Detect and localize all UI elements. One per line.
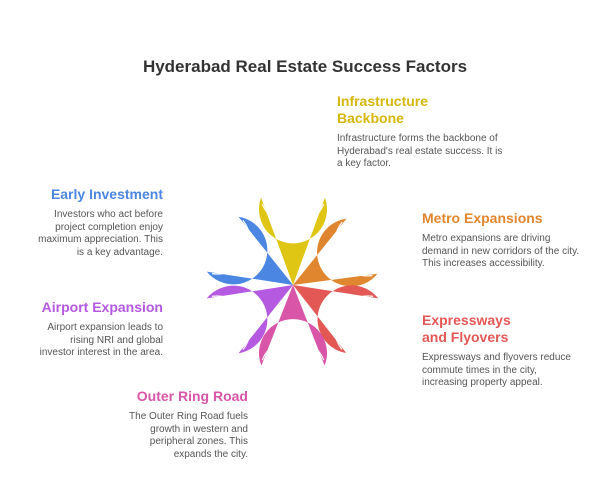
- factor-heading: Infrastructure Backbone: [337, 93, 429, 126]
- factor-heading: Expressways and Flyovers: [422, 312, 511, 345]
- petal-arc: [334, 295, 374, 350]
- petal-arc: [334, 221, 373, 277]
- airplane-runway-icon: [198, 318, 226, 348]
- flyover-road-icon: [358, 319, 388, 347]
- petal-arc: [212, 295, 251, 350]
- petal-arc: [261, 203, 325, 226]
- factor-heading: Early Investment: [50, 186, 163, 202]
- factor-metro-expansions: Metro Expansions Metro expansions are dr…: [422, 210, 587, 271]
- petal-arc: [212, 220, 251, 275]
- speed-limit-80-icon: [281, 366, 305, 390]
- factor-description: Airport expansion leads to rising NRI an…: [39, 322, 163, 358]
- factor-outer-ring-road: Outer Ring Road The Outer Ring Road fuel…: [88, 388, 248, 461]
- factor-description: Expressways and flyovers reduce commute …: [422, 352, 571, 388]
- factor-expressways-flyovers: Expressways and Flyovers Expressways and…: [422, 312, 582, 390]
- petal: [206, 285, 293, 354]
- petal: [293, 285, 379, 353]
- speed-limit-label: 80: [287, 374, 299, 385]
- petal: [258, 197, 327, 285]
- factor-infrastructure-backbone: Infrastructure Backbone Infrastructure f…: [337, 93, 507, 171]
- factor-description: Investors who act before project complet…: [38, 209, 163, 258]
- factor-description: Infrastructure forms the backbone of Hyd…: [337, 133, 503, 169]
- factor-heading: Airport Expansion: [41, 299, 163, 315]
- factor-description: The Outer Ring Road fuels growth in west…: [129, 411, 248, 460]
- petal: [293, 218, 378, 287]
- factor-description: Metro expansions are driving demand in n…: [422, 233, 580, 269]
- factor-airport-expansion: Airport Expansion Airport expansion lead…: [0, 299, 163, 360]
- factor-heading: Metro Expansions: [422, 210, 543, 226]
- investment-growth-icon: [196, 225, 222, 253]
- petal-arc: [261, 338, 325, 361]
- hard-hat-network-icon: [277, 169, 309, 199]
- petal: [206, 216, 293, 285]
- factor-early-investment: Early Investment Investors who act befor…: [0, 186, 163, 259]
- factor-heading: Outer Ring Road: [136, 388, 248, 404]
- petal: [259, 285, 327, 366]
- page-title: Hyderabad Real Estate Success Factors: [142, 57, 468, 76]
- metro-train-pin-icon: [360, 226, 386, 257]
